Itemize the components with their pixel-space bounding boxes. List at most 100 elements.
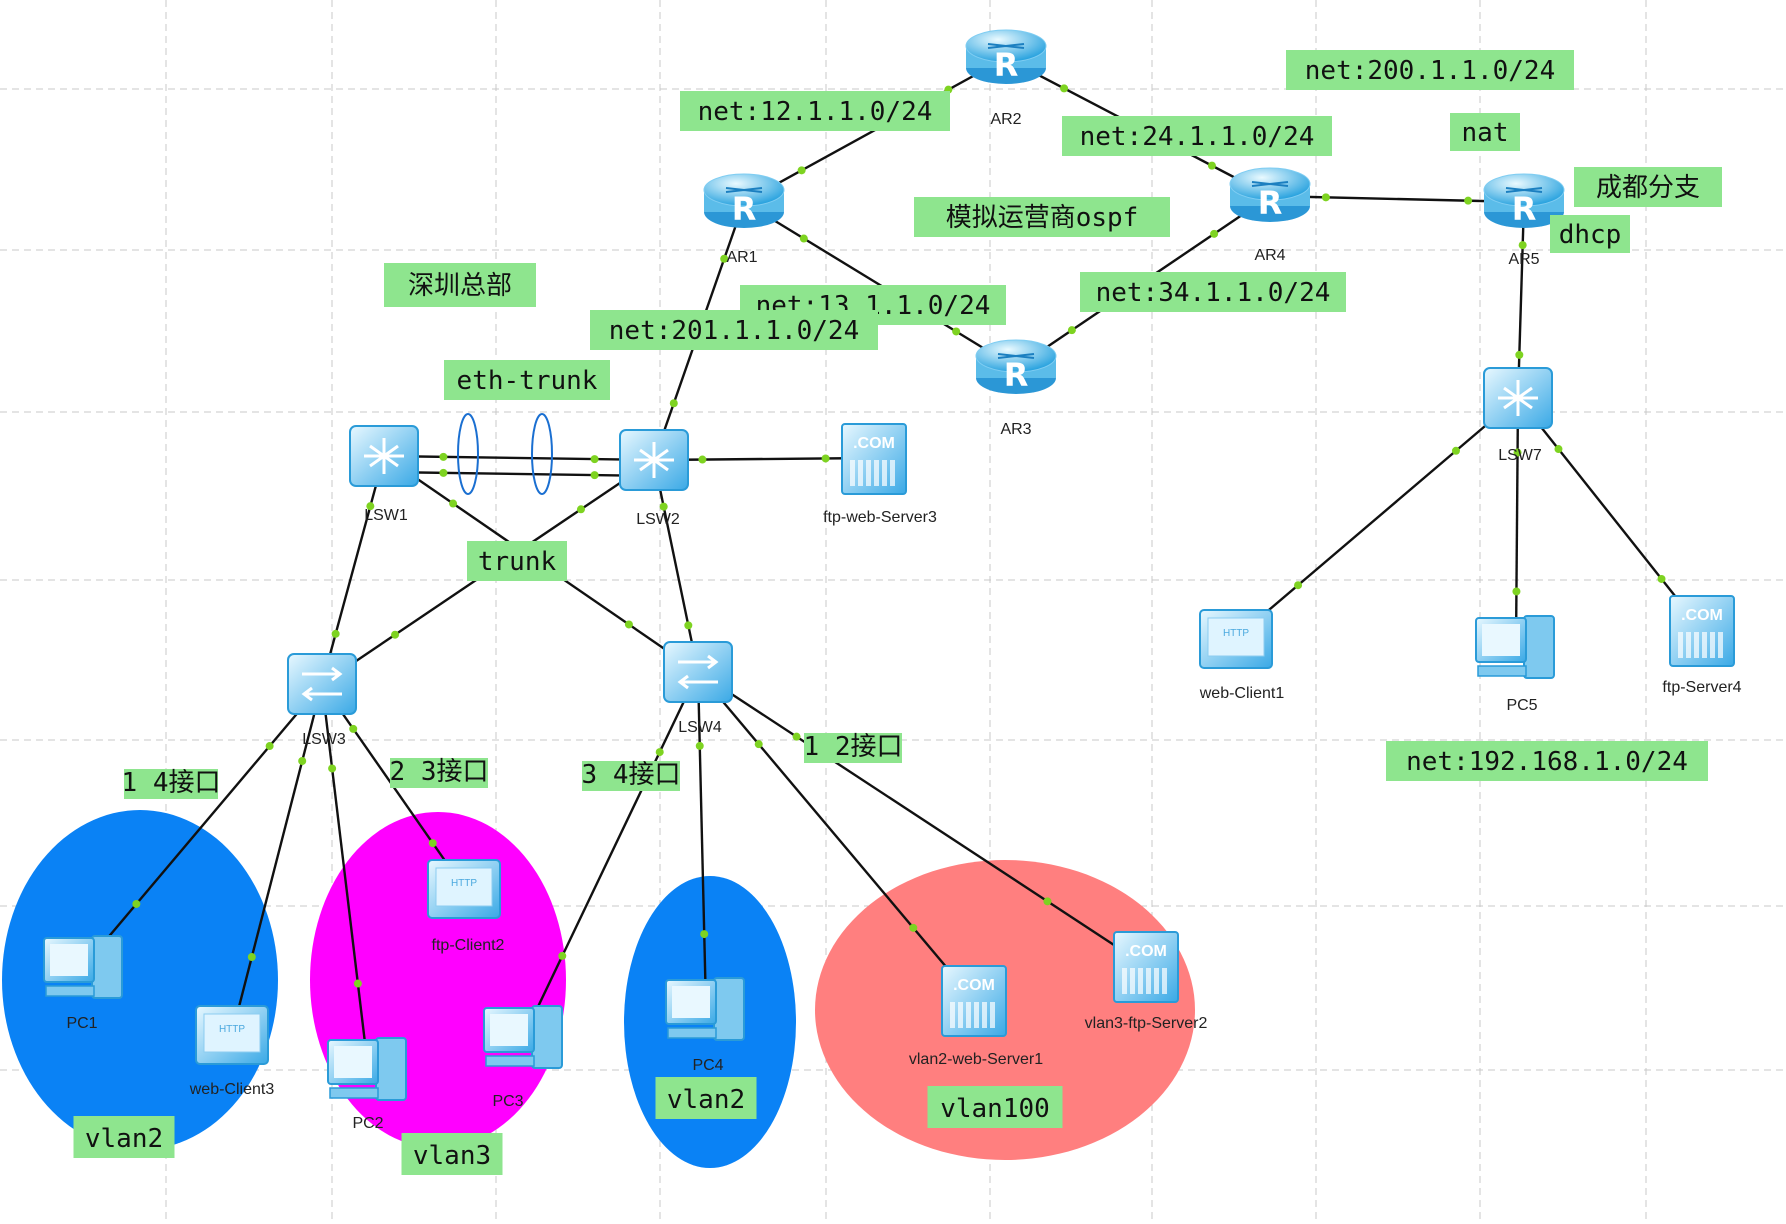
annotation-box — [1080, 272, 1346, 312]
eth-trunk-ellipse-marker — [457, 413, 479, 495]
link-line — [1516, 201, 1526, 399]
port-dot — [1294, 581, 1303, 590]
port-dot — [1210, 229, 1219, 238]
port-dot — [1451, 446, 1460, 455]
link-line — [383, 454, 655, 462]
port-dot — [698, 455, 707, 464]
port-dot — [1518, 241, 1527, 250]
port-dot — [366, 502, 375, 511]
port-dot — [1554, 445, 1563, 454]
annotation-box — [1550, 215, 1630, 253]
switch-icon[interactable] — [663, 641, 733, 703]
port-dot — [669, 399, 678, 408]
l3-switch-icon[interactable] — [619, 429, 689, 491]
server-icon[interactable]: .COM — [941, 965, 1007, 1037]
annotation-text: vlan100 — [940, 1094, 1050, 1124]
device-label: AR5 — [1508, 251, 1539, 268]
link-line — [1235, 397, 1519, 639]
link-line — [652, 459, 700, 673]
annotation-box — [680, 91, 950, 131]
pc-icon[interactable] — [1475, 615, 1555, 679]
router-icon[interactable]: R — [975, 339, 1057, 394]
svg-text:R: R — [1258, 184, 1283, 222]
annotation-text: 3 4接口 — [582, 760, 681, 790]
annotation-box — [124, 769, 218, 799]
device-label: AR1 — [726, 249, 757, 266]
port-dot — [391, 630, 400, 639]
device-label: PC4 — [692, 1057, 723, 1074]
port-dot — [247, 953, 256, 961]
link-line — [653, 456, 875, 462]
svg-text:R: R — [1004, 356, 1029, 394]
port-dot — [695, 741, 704, 750]
annotation-box — [73, 1116, 175, 1158]
pc-icon[interactable] — [327, 1037, 407, 1101]
link-line — [383, 470, 655, 478]
port-dot — [1515, 350, 1524, 359]
port-dot — [720, 254, 729, 263]
router-icon[interactable]: R — [1483, 173, 1565, 228]
port-dot — [328, 764, 337, 773]
link-line — [522, 671, 700, 1037]
port-dot — [1464, 196, 1473, 205]
port-dot — [439, 452, 448, 461]
annotation-box — [1286, 50, 1574, 90]
annotation-text: net:200.1.1.0/24 — [1305, 56, 1555, 86]
port-dot — [821, 454, 830, 463]
router-icon[interactable]: R — [965, 29, 1047, 84]
annotation-text: net:24.1.1.0/24 — [1080, 122, 1315, 152]
pc-icon[interactable] — [483, 1005, 563, 1069]
annotation-text: 1 4接口 — [122, 768, 221, 798]
annotation-text: nat — [1462, 118, 1509, 148]
port-dot — [590, 455, 599, 464]
router-icon[interactable]: R — [1229, 167, 1311, 222]
link-line — [230, 683, 324, 1035]
http-client-icon[interactable]: HTTP — [1199, 609, 1273, 669]
svg-text:HTTP: HTTP — [1223, 628, 1249, 639]
device-label: PC2 — [352, 1115, 383, 1132]
device-label: ftp-web-Server3 — [823, 509, 937, 526]
device-label: LSW2 — [636, 511, 680, 528]
svg-text:HTTP: HTTP — [451, 878, 477, 889]
link-line — [83, 683, 323, 967]
l3-switch-icon[interactable] — [349, 425, 419, 487]
link-line — [696, 671, 708, 1009]
device-label: web-Client3 — [189, 1081, 275, 1098]
annotation-box — [401, 1133, 503, 1175]
eth-trunk-markers — [457, 413, 553, 495]
device-label: AR4 — [1254, 247, 1285, 264]
port-dot — [590, 471, 599, 480]
svg-text:.COM: .COM — [953, 977, 995, 994]
annotation-box — [582, 761, 680, 791]
server-icon[interactable]: .COM — [1669, 595, 1735, 667]
annotation-text: net:34.1.1.0/24 — [1096, 278, 1331, 308]
port-dot — [1512, 587, 1521, 596]
switch-icon[interactable] — [287, 653, 357, 715]
annotation-text: vlan2 — [667, 1085, 745, 1115]
server-icon[interactable]: .COM — [841, 423, 907, 495]
device-label: AR2 — [990, 111, 1021, 128]
link-line — [320, 455, 386, 685]
port-dot — [132, 899, 141, 908]
port-dot — [428, 839, 437, 848]
device-label: LSW3 — [302, 731, 346, 748]
annotation-box — [1062, 116, 1332, 156]
http-client-icon[interactable]: HTTP — [195, 1005, 269, 1065]
server-icon[interactable]: .COM — [1113, 931, 1179, 1003]
l3-switch-icon[interactable] — [1483, 367, 1553, 429]
router-icon[interactable]: R — [703, 173, 785, 228]
port-dot — [624, 620, 633, 629]
port-dot — [353, 979, 362, 988]
port-dot — [655, 748, 664, 757]
port-dot — [952, 327, 961, 336]
annotation-box — [927, 1086, 1063, 1128]
device-label: vlan2-web-Server1 — [909, 1051, 1043, 1068]
device-label: vlan3-ftp-Server2 — [1085, 1015, 1208, 1032]
pc-icon[interactable] — [665, 977, 745, 1041]
annotation-box — [590, 310, 878, 350]
http-client-icon[interactable]: HTTP — [427, 859, 501, 919]
pc-icon[interactable] — [43, 935, 123, 999]
port-dot — [265, 742, 274, 751]
